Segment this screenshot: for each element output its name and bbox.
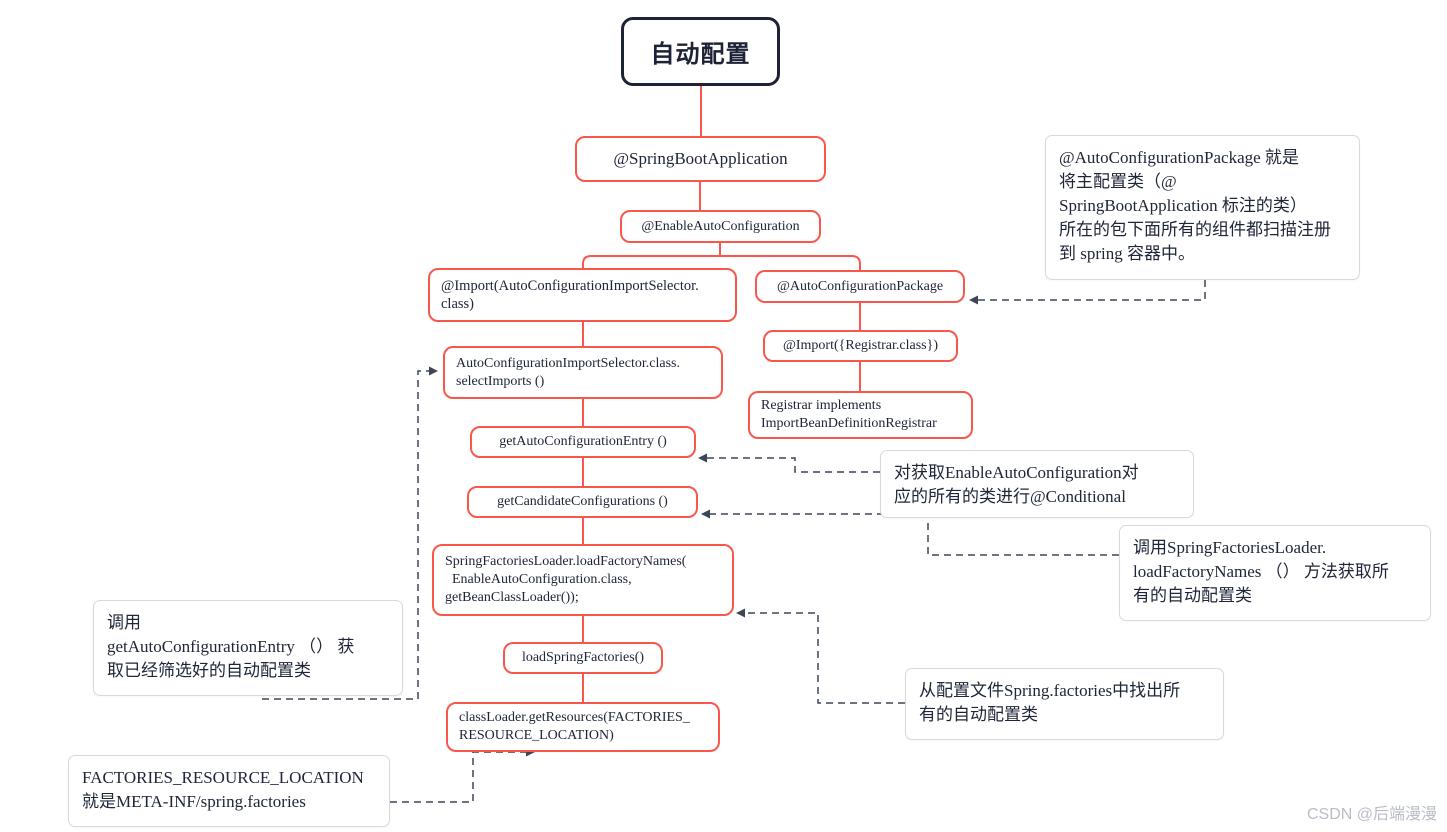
annotation-spring-factories-file[interactable]: 从配置文件Spring.factories中找出所 有的自动配置类 (905, 668, 1224, 740)
node-select-imports[interactable]: AutoConfigurationImportSelector.class. s… (443, 346, 723, 399)
dash-locationnote-to-classloader (390, 751, 530, 803)
arrowhead-getentry (698, 453, 707, 463)
node-get-candidate-configurations[interactable]: getCandidateConfigurations () (467, 486, 698, 518)
node-auto-configuration-package[interactable]: @AutoConfigurationPackage (755, 270, 965, 303)
dash-packagenote-to-acp (974, 280, 1206, 301)
annotation-get-auto-configuration-entry[interactable]: 调用 getAutoConfigurationEntry （） 获 取已经筛选好… (93, 600, 403, 696)
node-registrar-implements[interactable]: Registrar implements ImportBeanDefinitio… (748, 391, 973, 439)
root-node-auto-configuration[interactable]: 自动配置 (621, 17, 780, 86)
arrowhead-getcandidate (701, 509, 710, 519)
node-spring-boot-application[interactable]: @SpringBootApplication (575, 136, 826, 182)
node-import-auto-configuration-import-selector[interactable]: @Import(AutoConfigurationImportSelector.… (428, 268, 737, 322)
dash-getentrynote-to-selectimports (262, 370, 433, 700)
node-spring-factories-loader-load-factory-names[interactable]: SpringFactoriesLoader.loadFactoryNames( … (432, 544, 734, 616)
arrowhead-loadfactorynames (736, 608, 745, 618)
dash-springfactoriesnote-to-loadfactorynames (741, 612, 905, 704)
annotation-auto-configuration-package[interactable]: @AutoConfigurationPackage 就是 将主配置类（@ Spr… (1045, 135, 1360, 280)
node-classloader-get-resources[interactable]: classLoader.getResources(FACTORIES_ RESO… (446, 702, 720, 752)
node-get-auto-configuration-entry[interactable]: getAutoConfigurationEntry () (470, 426, 696, 458)
node-enable-auto-configuration[interactable]: @EnableAutoConfiguration (620, 210, 821, 243)
arrowhead-selectimports (429, 366, 438, 376)
dash-conditionalnote-to-getentry (703, 457, 880, 473)
csdn-watermark: CSDN @后端漫漫 (1306, 806, 1437, 823)
annotation-load-factory-names[interactable]: 调用SpringFactoriesLoader. loadFactoryName… (1119, 525, 1431, 621)
edge-eac-branch (582, 243, 861, 270)
annotation-factories-resource-location[interactable]: FACTORIES_RESOURCE_LOCATION 就是META-INF/s… (68, 755, 390, 827)
annotation-conditional[interactable]: 对获取EnableAutoConfiguration对 应的所有的类进行@Con… (880, 450, 1194, 518)
node-load-spring-factories[interactable]: loadSpringFactories() (503, 642, 663, 674)
node-import-registrar[interactable]: @Import({Registrar.class}) (763, 330, 958, 362)
arrowhead-acp (969, 295, 978, 305)
dash-loadfactorynote-to-getcandidate (707, 513, 1119, 556)
